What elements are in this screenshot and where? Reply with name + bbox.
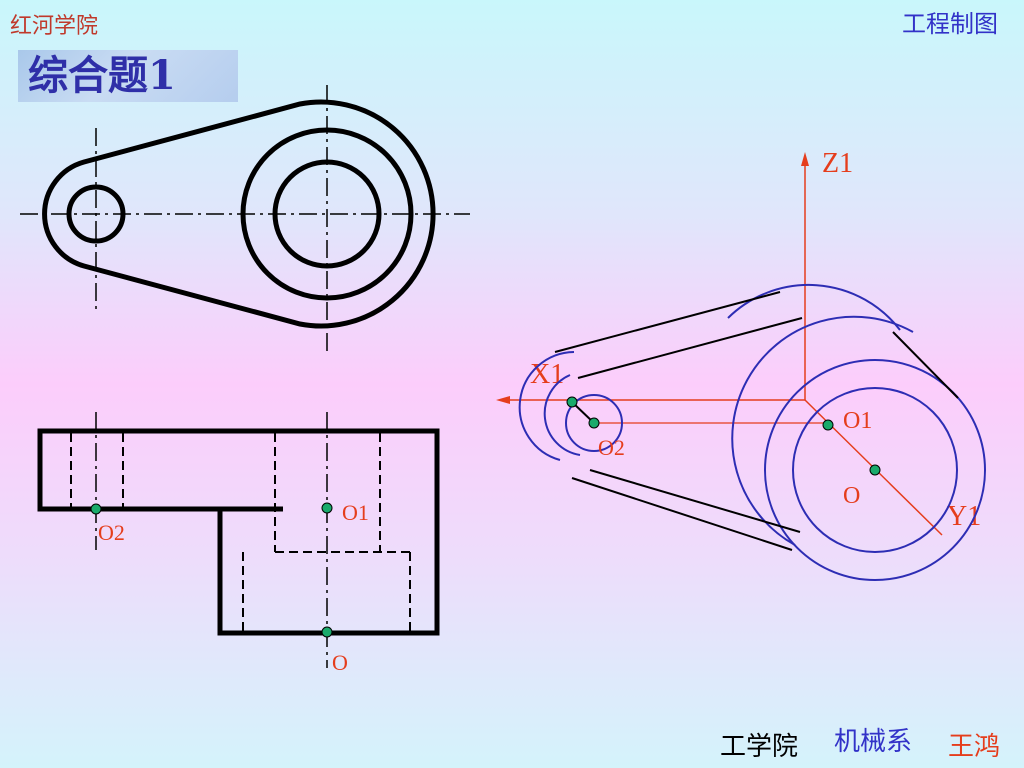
- top-view-outer-contour: [42, 99, 436, 329]
- point-marker-o-iso: [869, 464, 881, 476]
- point-marker-o-front: [321, 626, 333, 638]
- tangent-line: [571, 477, 793, 551]
- tangent-line: [554, 291, 781, 353]
- top-view-outer-ring: [240, 127, 414, 301]
- label-z1: Z1: [822, 148, 853, 179]
- iso-small-hole: [565, 394, 623, 452]
- iso-large-upper-arc: [731, 315, 914, 546]
- label-o1-front: O1: [342, 500, 369, 525]
- label-o-front: O: [332, 650, 348, 675]
- iso-large-lower-ring: [764, 359, 986, 581]
- iso-small-mid-arc: [543, 374, 581, 456]
- point-marker-x-origin: [566, 396, 578, 408]
- footer-author: 王鸿: [948, 732, 1001, 762]
- front-view-outline: [37, 428, 440, 636]
- label-o2-front: O2: [98, 520, 125, 545]
- footer-dept-1: 工学院: [720, 732, 799, 762]
- tangent-line: [589, 469, 801, 533]
- iso-small-outer-arc: [518, 351, 575, 461]
- top-view: [20, 85, 470, 355]
- iso-upper-partial-arc: [727, 283, 901, 331]
- top-view-bore: [272, 159, 382, 269]
- label-o2-iso: O2: [598, 435, 625, 460]
- course-name: 工程制图: [902, 10, 998, 38]
- school-name: 红河学院: [10, 14, 99, 39]
- front-view: O2 O1 O: [37, 412, 440, 675]
- point-marker-o1-front: [321, 502, 333, 514]
- x1-arrowhead: [496, 396, 510, 404]
- tangent-line: [577, 317, 803, 379]
- slide-title: 综合题1: [18, 50, 238, 102]
- footer-dept-2: 机械系: [834, 727, 913, 757]
- point-marker-o2-front: [90, 503, 102, 515]
- label-o-iso: O: [843, 483, 860, 509]
- tangent-line: [892, 331, 959, 399]
- axonometric-view: Z1 X1 Y1 O1 O2 O: [496, 148, 986, 581]
- top-view-small-hole: [66, 184, 126, 244]
- label-x1: X1: [530, 359, 564, 390]
- iso-large-inner-ring: [792, 387, 958, 553]
- point-marker-o1-iso: [822, 419, 834, 431]
- label-y1: Y1: [947, 501, 981, 532]
- label-o1-iso: O1: [843, 408, 872, 434]
- point-marker-o2-iso: [588, 417, 600, 429]
- z1-arrowhead: [801, 152, 809, 166]
